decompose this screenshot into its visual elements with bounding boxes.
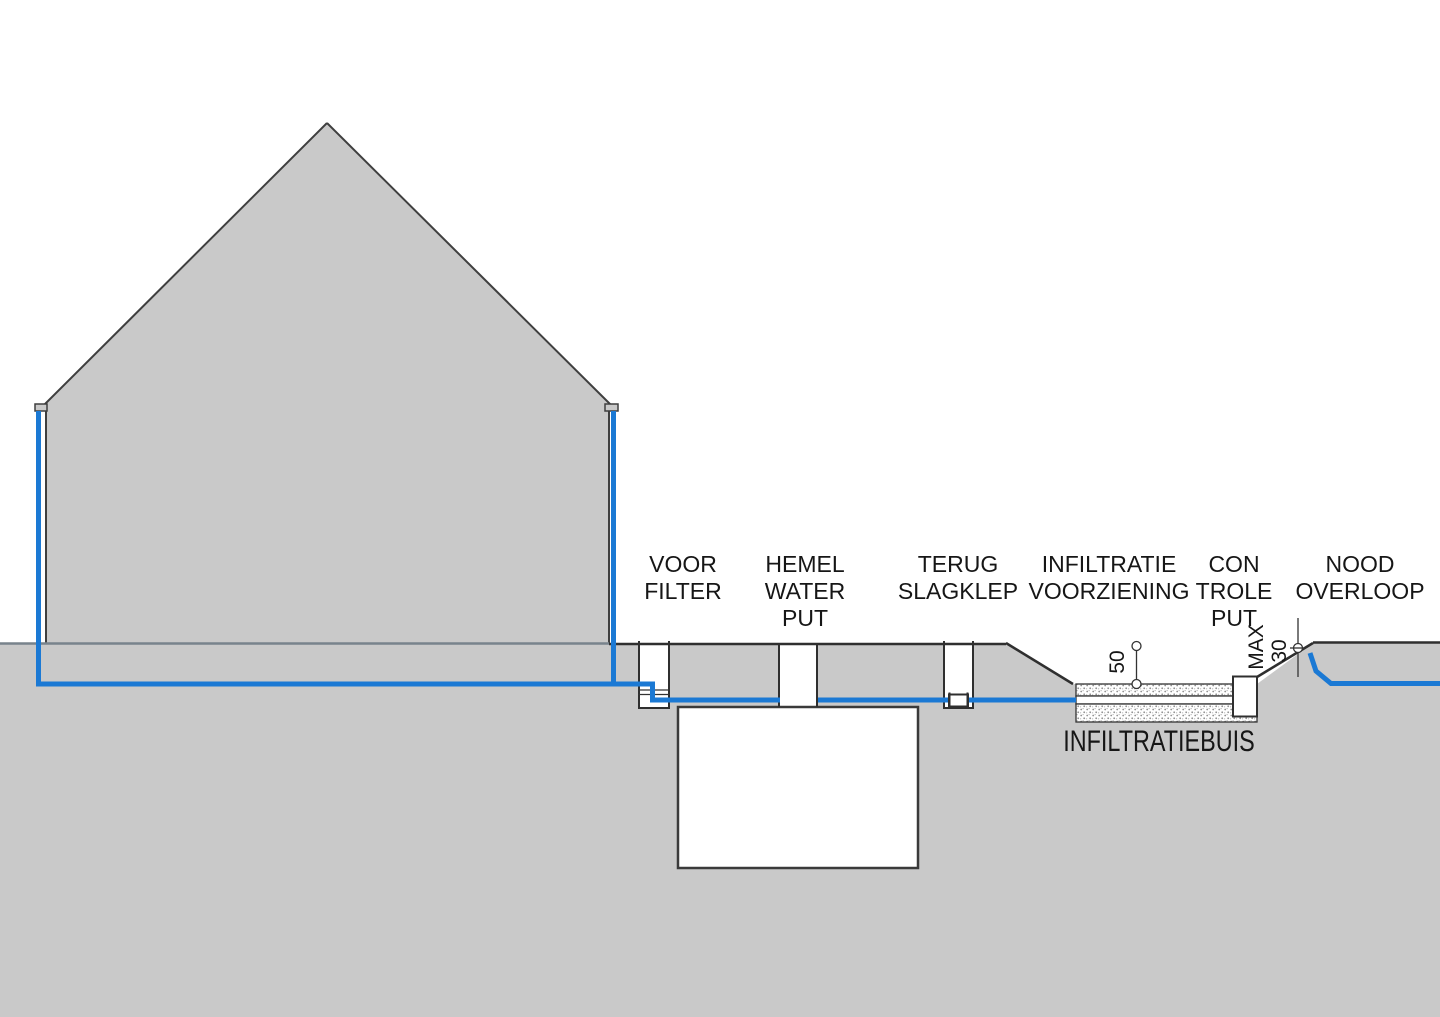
dim-text-30: 30 xyxy=(1268,639,1291,663)
voorfilter-shaft-walls xyxy=(638,641,670,709)
control-well xyxy=(1232,675,1258,718)
label-hemel-water-put: HEMEL WATER PUT xyxy=(764,551,846,631)
label-nood-overloop: NOOD OVERLOOP xyxy=(1295,551,1425,604)
gutter-left xyxy=(34,403,48,412)
dim50-marker-bottom xyxy=(1131,678,1142,690)
downpipe-left-and-feed xyxy=(36,411,780,703)
tank-neck-walls xyxy=(778,644,818,707)
house-gable xyxy=(44,123,611,405)
gutter-right xyxy=(604,403,619,412)
label-infiltratiebuis: INFILTRATIEBUIS xyxy=(1063,725,1255,758)
dim50-marker-top xyxy=(1131,640,1142,652)
house-body xyxy=(46,405,609,643)
label-controle-put: CON TROLE PUT xyxy=(1195,551,1273,631)
tank-neck xyxy=(778,641,818,707)
dim-text-50: 50 xyxy=(1106,650,1129,674)
rainwater-tank xyxy=(676,705,920,870)
overflow-pipe xyxy=(1307,652,1440,686)
trench-slope-right xyxy=(1256,641,1314,679)
label-voor-filter: VOOR FILTER xyxy=(644,551,722,604)
check-valve-ends xyxy=(948,692,969,709)
trench-slope-left xyxy=(1005,641,1074,686)
infiltration-pipe xyxy=(1075,695,1234,705)
roof-outline xyxy=(43,122,612,406)
checkvalve-shaft-walls xyxy=(943,641,974,709)
label-terug-slagklep: TERUG SLAGKLEP xyxy=(897,551,1019,604)
dim-text-max: MAX xyxy=(1245,624,1268,670)
label-infiltratie-voorziening: INFILTRATIE VOORZIENING xyxy=(1028,551,1190,604)
check-valve xyxy=(948,693,969,708)
infiltration-bed-bottom xyxy=(1075,703,1258,723)
infiltration-bed-top xyxy=(1075,683,1234,697)
house-walls xyxy=(45,405,610,643)
infiltration-trench xyxy=(1006,643,1313,684)
